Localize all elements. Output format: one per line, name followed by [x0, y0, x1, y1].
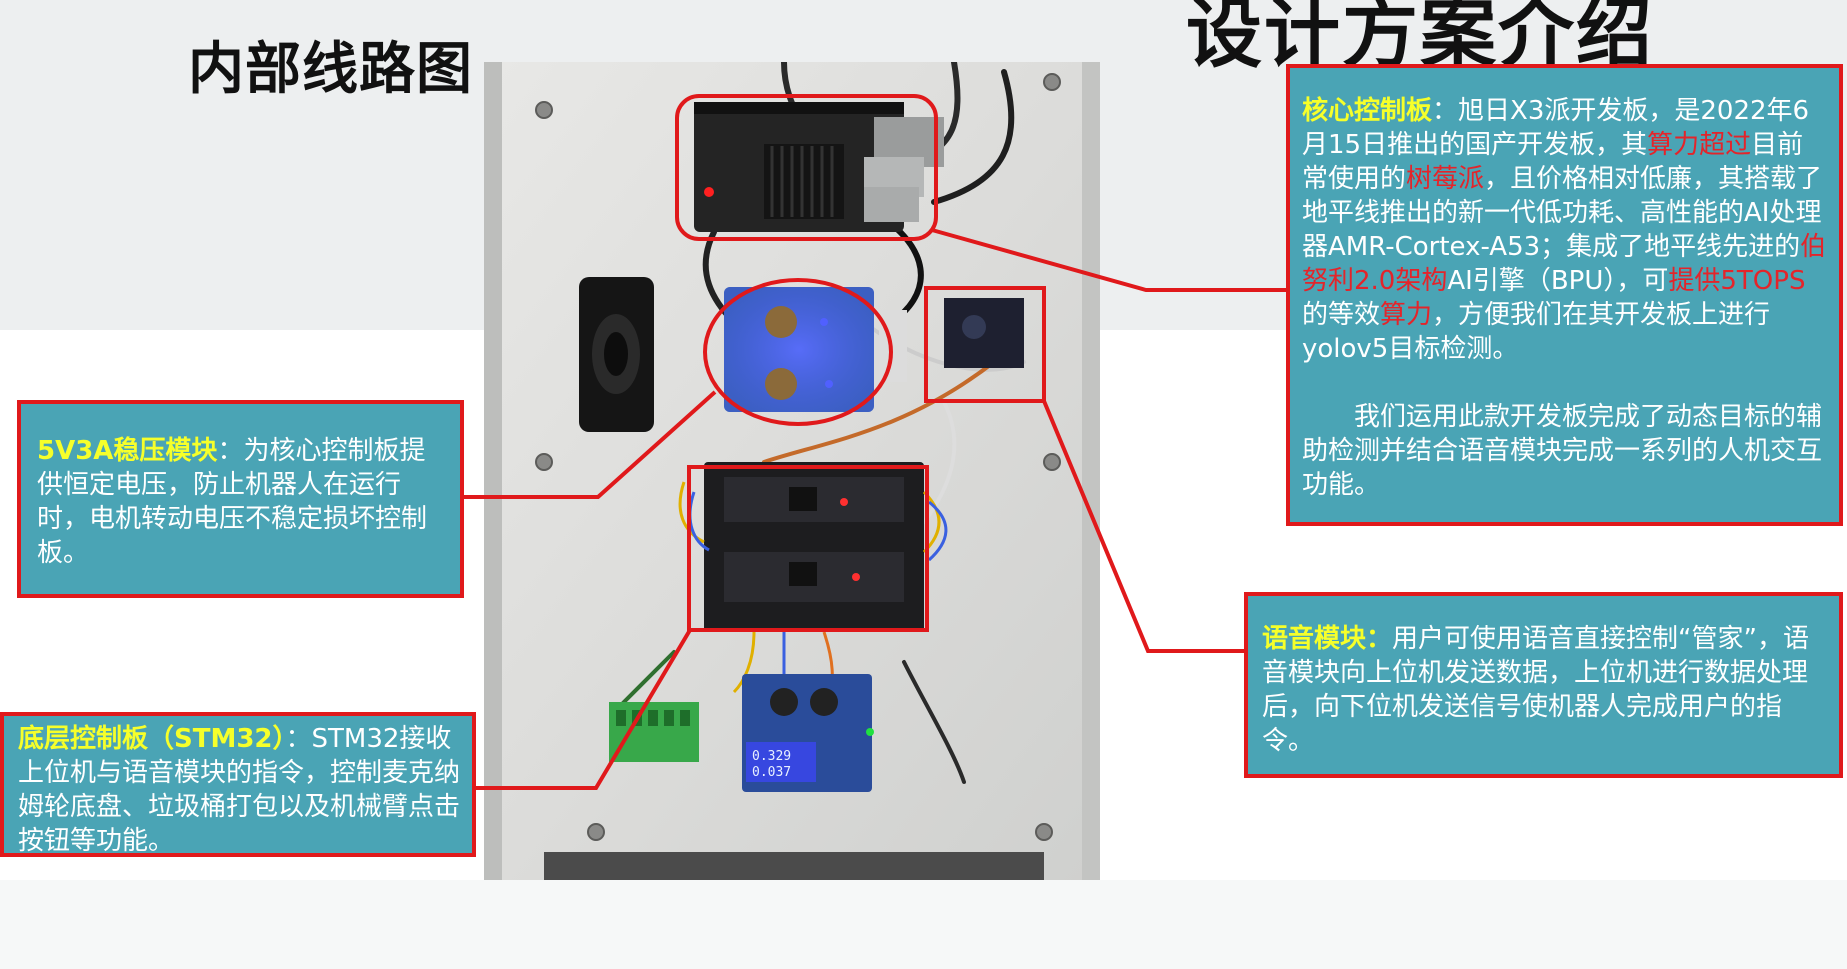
stm32-callout: 底层控制板（STM32）：STM32接收上位机与语音模块的指令，控制麦克纳姆轮底… [0, 712, 476, 857]
stm32-text: ：STM32接收上位机与语音模块的指令，控制麦克纳姆轮底盘、垃圾桶打包以及机械臂… [18, 724, 461, 856]
voice-module-callout: 语音模块：用户可使用语音直接控制“管家”，语音模块向上位机发送数据，上位机进行数… [1244, 592, 1843, 778]
core-board-paragraph-2: 我们运用此款开发板完成了动态目标的辅助检测并结合语音模块完成一系列的人机交互功能… [1302, 402, 1823, 500]
power-module-callout: 5V3A稳压模块：为核心控制板提供恒定电压，防止机器人在运行时，电机转动电压不稳… [17, 400, 464, 598]
voice-module-heading: 语音模块： [1262, 624, 1393, 654]
power-module-text: ：为核心控制板提供恒定电压，防止机器人在运行时，电机转动电压不稳定损坏控制板。 [37, 436, 428, 568]
wiring-photo: 0.329 0.037 [484, 62, 1100, 880]
power-module-heading: 5V3A稳压模块 [37, 436, 218, 466]
title-internal-wiring: 内部线路图 [188, 37, 473, 102]
core-board-heading: 核心控制板 [1302, 96, 1433, 126]
footer-band [0, 880, 1847, 969]
display-line-2: 0.037 [752, 765, 791, 780]
stm32-heading: 底层控制板（STM32） [18, 724, 286, 754]
display-line-1: 0.329 [752, 749, 791, 764]
voice-module-text: 用户可使用语音直接控制“管家”，语音模块向上位机发送数据，上位机进行数据处理后，… [1262, 624, 1809, 756]
core-board-paragraph-1: 核心控制板：旭日X3派开发板，是2022年6月15日推出的国产开发板，其算力超过… [1302, 96, 1827, 364]
core-board-callout: 核心控制板：旭日X3派开发板，是2022年6月15日推出的国产开发板，其算力超过… [1286, 64, 1843, 526]
